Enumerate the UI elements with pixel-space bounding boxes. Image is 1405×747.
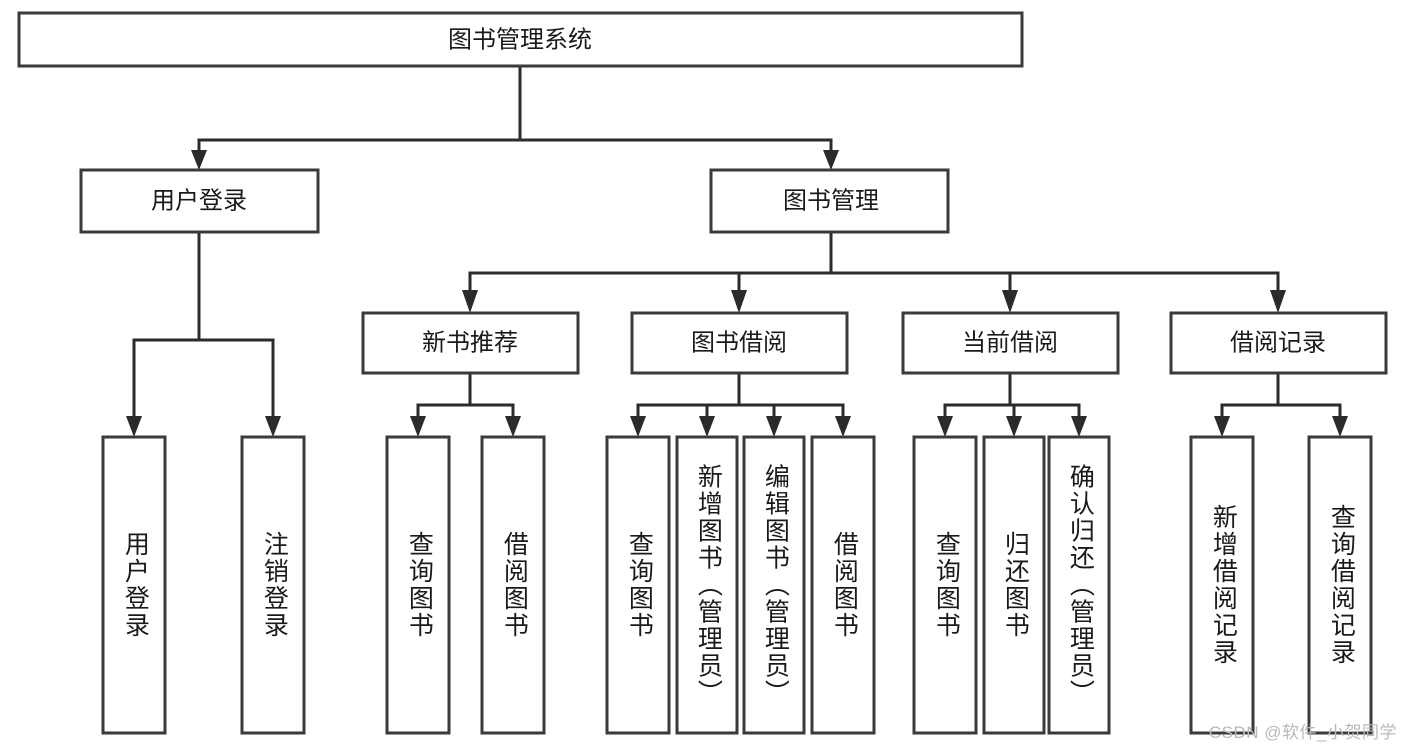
arrow-to-leaf-borrow-book-2 [835,416,851,437]
leaf-user-login[interactable]: 用户登录 [101,435,167,735]
arrow-to-leaf-confirm-return [1071,416,1087,437]
arrow-to-leaf-add-book [699,416,715,437]
arrow-to-current-borrow [1002,290,1018,313]
node-book-borrow-label: 图书借阅 [691,329,787,356]
arrow-to-user-login [191,150,207,170]
leaf-query-book-1[interactable]: 查询图书 [385,435,451,735]
arrow-to-book-borrow [731,290,747,313]
leaf-borrow-book-2-label: 借阅图书 [830,531,859,639]
node-book-manage-box[interactable] [709,168,950,234]
arrow-to-leaf-edit-book [766,416,782,437]
node-book-borrow[interactable]: 图书借阅 [630,311,849,375]
leaf-query-book-2[interactable]: 查询图书 [605,435,671,735]
arrow-to-leaf-query-book-2 [630,416,646,437]
node-borrow-record-label: 借阅记录 [1230,329,1326,356]
leaf-query-record-label: 查询借阅记录 [1327,504,1356,666]
arrow-to-leaf-query-book-3 [937,416,953,437]
leaf-add-record-label: 新增借阅记录 [1209,504,1238,666]
leaf-query-record-box[interactable] [1307,435,1373,735]
arrow-to-leaf-add-record [1214,416,1230,437]
arrow-to-leaf-user-login [126,416,142,437]
node-book-borrow-box[interactable] [630,311,849,375]
leaf-query-book-1-label: 查询图书 [405,531,434,639]
leaf-add-record[interactable]: 新增借阅记录 [1189,435,1255,735]
leaf-query-book-3-box[interactable] [912,435,978,735]
arrow-to-borrow-record [1270,290,1286,313]
leaf-confirm-return[interactable]: 确认归还（管理员） [1047,435,1111,735]
leaf-borrow-book-2[interactable]: 借阅图书 [810,435,876,735]
leaf-borrow-book-1-box[interactable] [480,435,546,735]
node-current-borrow-label: 当前借阅 [962,329,1058,356]
arrow-to-leaf-return-book [1006,416,1022,437]
leaf-confirm-return-label: 确认归还（管理员） [1066,464,1095,707]
edge-group [126,64,1348,437]
node-new-book-rec[interactable]: 新书推荐 [361,311,580,375]
arrow-to-new-book-rec [462,290,478,313]
leaf-add-book-box[interactable] [675,435,739,735]
leaf-user-logout-label: 注销登录 [260,531,289,639]
leaf-user-login-box[interactable] [101,435,167,735]
leaf-user-login-label: 用户登录 [121,531,150,639]
node-borrow-record[interactable]: 借阅记录 [1169,311,1388,375]
leaf-query-record[interactable]: 查询借阅记录 [1307,435,1373,735]
leaf-confirm-return-box[interactable] [1047,435,1111,735]
arrow-to-book-manage [823,150,839,170]
leaf-borrow-book-1[interactable]: 借阅图书 [480,435,546,735]
node-book-manage[interactable]: 图书管理 [709,168,950,234]
node-borrow-record-box[interactable] [1169,311,1388,375]
leaf-return-book-label: 归还图书 [1001,531,1030,639]
node-current-borrow-box[interactable] [901,311,1120,375]
arrow-to-leaf-user-logout [265,416,281,437]
node-root-label: 图书管理系统 [448,26,592,53]
node-user-login-box[interactable] [79,168,320,234]
leaf-borrow-book-2-box[interactable] [810,435,876,735]
leaf-query-book-2-label: 查询图书 [625,531,654,639]
leaf-add-book[interactable]: 新增图书（管理员） [675,435,739,735]
node-new-book-rec-box[interactable] [361,311,580,375]
node-user-login-label: 用户登录 [151,187,247,214]
node-root-box[interactable] [17,11,1024,68]
leaf-query-book-2-box[interactable] [605,435,671,735]
leaf-return-book-box[interactable] [982,435,1046,735]
node-book-manage-label: 图书管理 [783,187,879,214]
arrow-to-leaf-query-record [1332,416,1348,437]
leaf-add-record-box[interactable] [1189,435,1255,735]
arrow-to-leaf-query-book-1 [410,416,426,437]
leaf-add-book-label: 新增图书（管理员） [694,464,723,707]
leaf-query-book-3-label: 查询图书 [932,531,961,639]
leaf-edit-book-label: 编辑图书（管理员） [761,464,790,707]
node-user-login[interactable]: 用户登录 [79,168,320,234]
leaf-user-logout[interactable]: 注销登录 [240,435,306,735]
leaf-user-logout-box[interactable] [240,435,306,735]
csdn-watermark: CSDN @软件_小贺同学 [1208,723,1397,742]
leaf-borrow-book-1-label: 借阅图书 [500,531,529,639]
node-root[interactable]: 图书管理系统 [17,11,1024,68]
arrow-to-leaf-borrow-book-1 [505,416,521,437]
leaf-edit-book-box[interactable] [742,435,806,735]
leaf-return-book[interactable]: 归还图书 [982,435,1046,735]
node-current-borrow[interactable]: 当前借阅 [901,311,1120,375]
leaf-edit-book[interactable]: 编辑图书（管理员） [742,435,806,735]
leaf-query-book-1-box[interactable] [385,435,451,735]
node-new-book-rec-label: 新书推荐 [422,329,518,356]
leaf-query-book-3[interactable]: 查询图书 [912,435,978,735]
